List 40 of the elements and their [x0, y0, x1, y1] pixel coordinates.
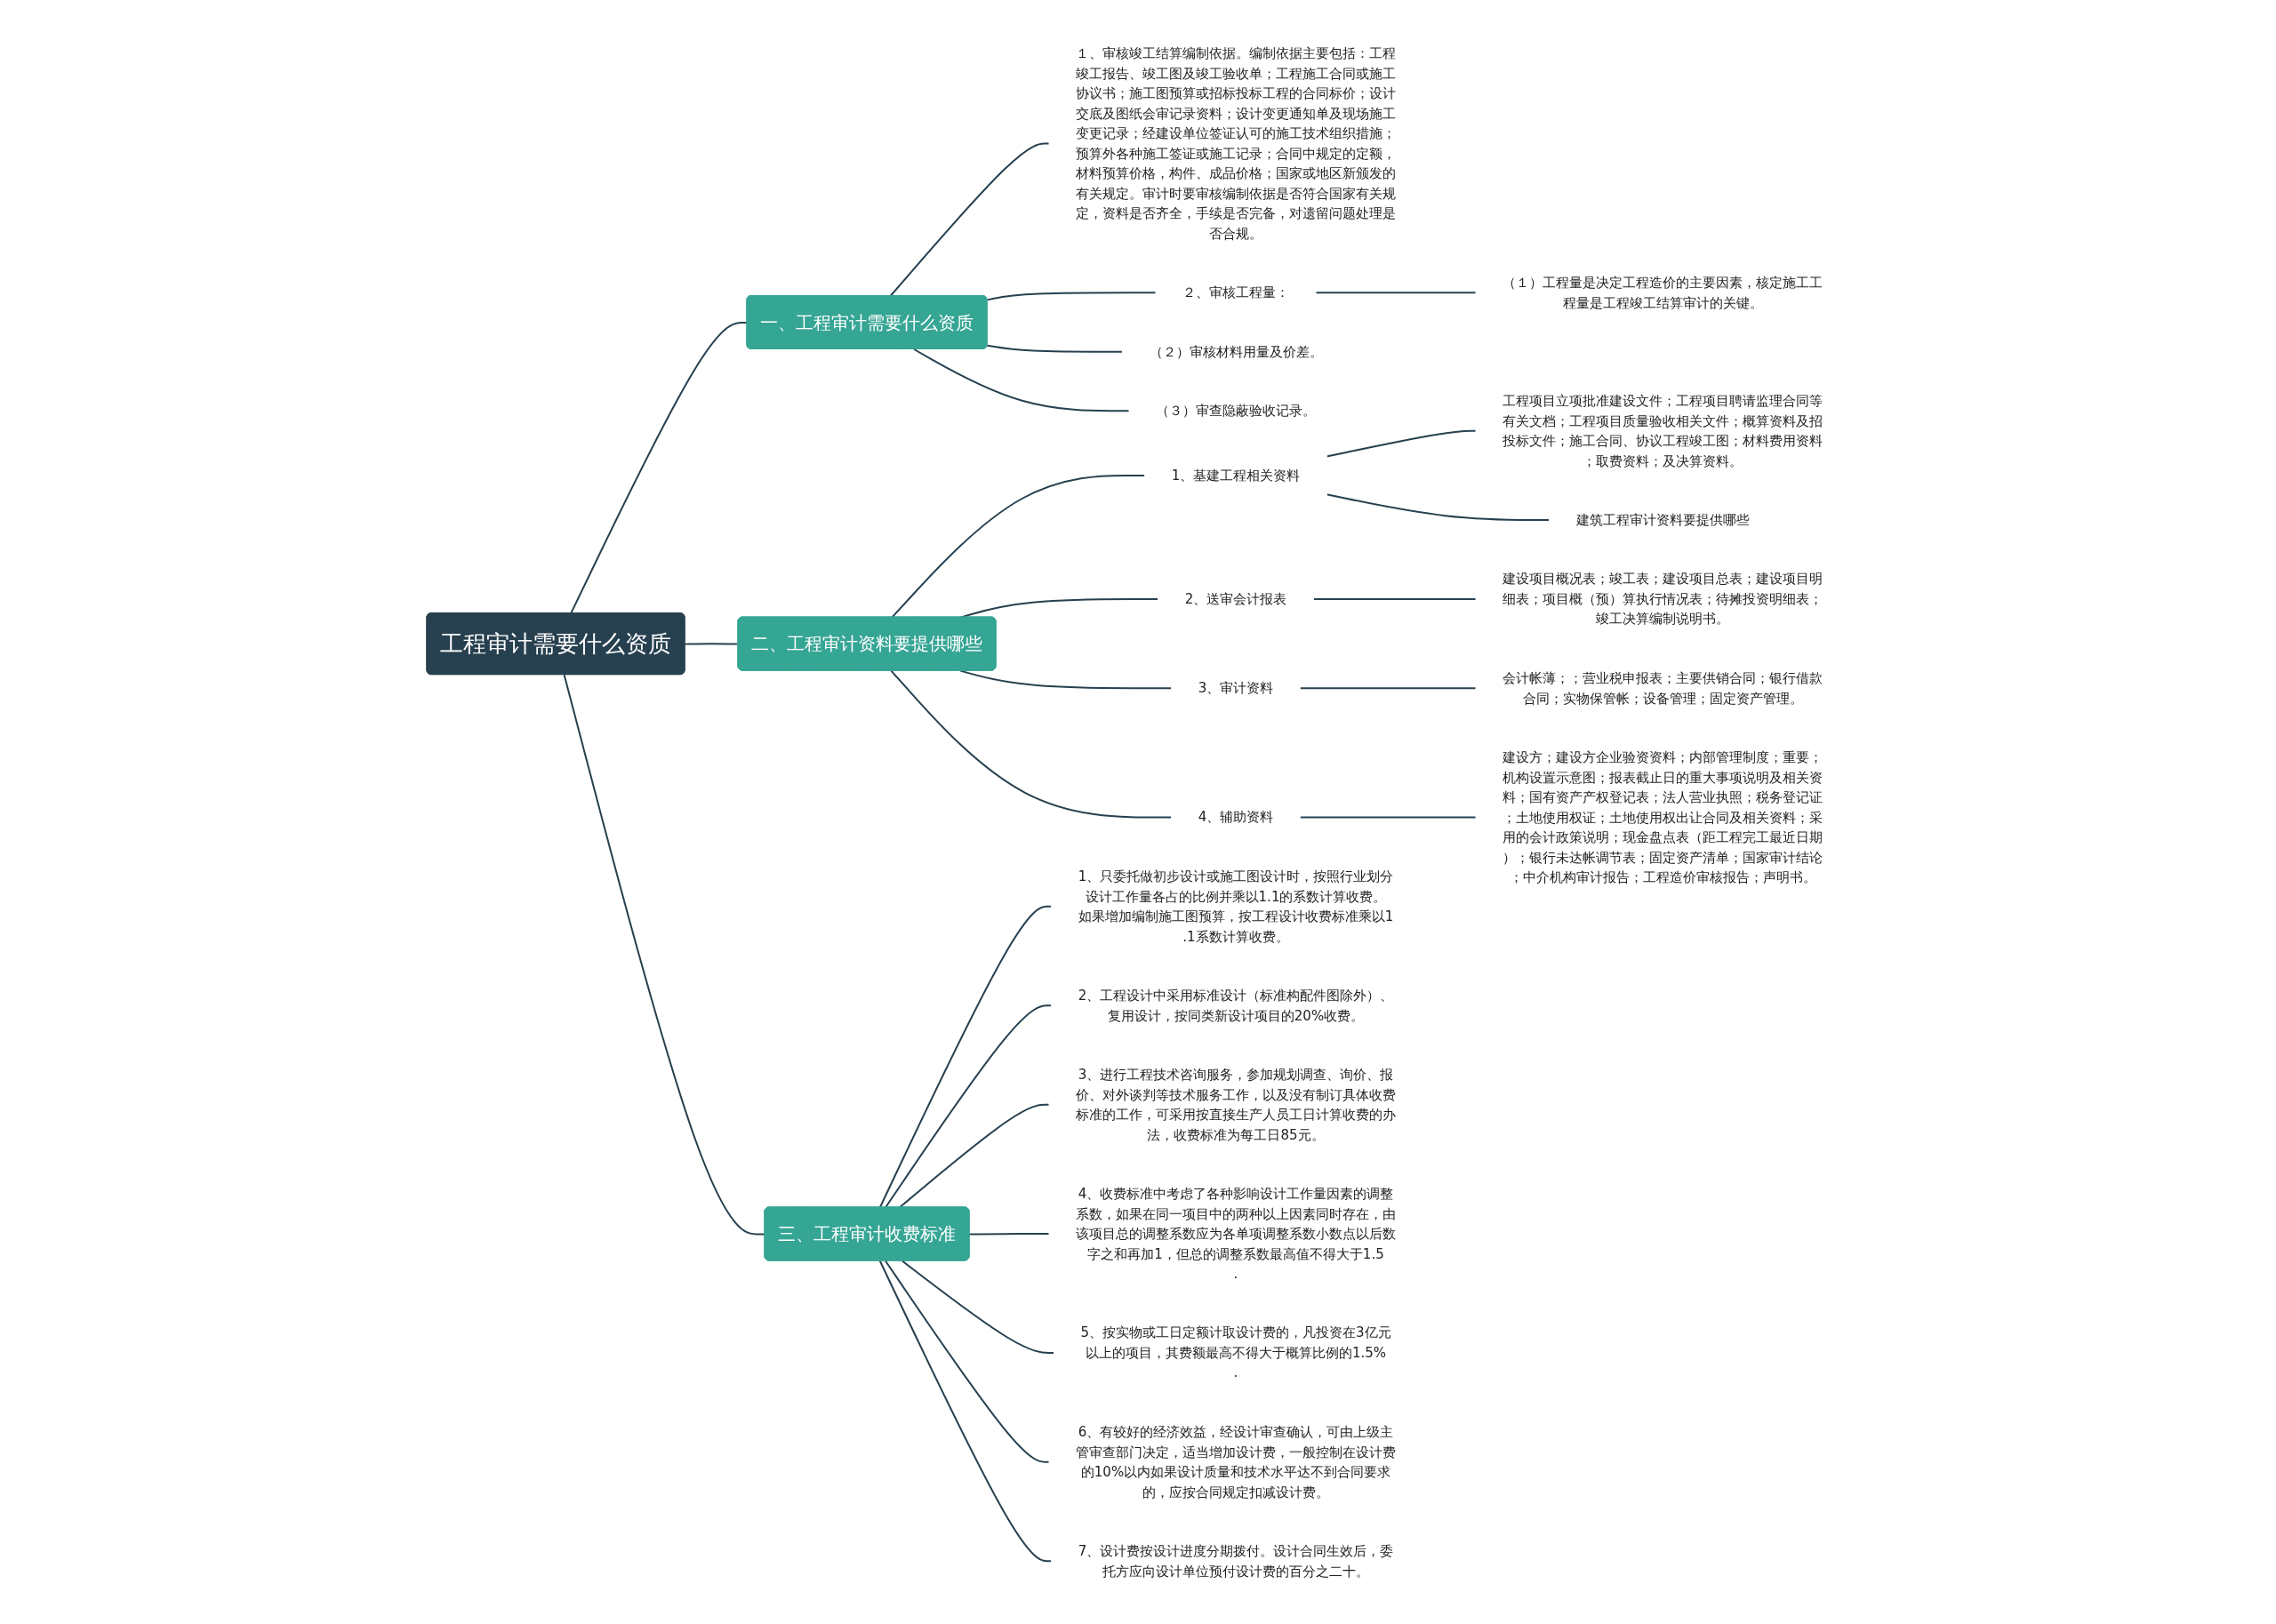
node-text: 4、辅助资料 [1198, 808, 1274, 825]
connector [1299, 686, 1477, 689]
node-text: 7、设计费按设计进度分期拨付。设计合同生效后，委托方应向设计单位预付设计费的百分之二十。 [1078, 1542, 1394, 1579]
connector [1326, 492, 1551, 521]
node-text: 2、工程设计中采用标准设计（标准构配件图除外）、复用设计，按同类新设计项目的20%收费。 [1078, 987, 1394, 1023]
connector [986, 344, 1124, 353]
node-text: １、审核竣工结算编制依据。编制依据主要包括：工程竣工报告、竣工图及竣工验收单；工程施工合同或施工协议书；施工图预算或招标投标工程的合同标价；设计交底及图纸会审记录资料；设计变更通知单及现场施工变更记录；经建设单位签证认可的施工技术组织措施；预算外各种施工签证或施工记录；合同中规定的定额，材料预算价格，构件、成品价格；国家或地区新颁发的有关规定。审计时要审核编制依据是否符合国家有关规定，资料是否齐全，手续是否完备，对遗留问题处理是否合规。 [1076, 44, 1396, 242]
connector [684, 642, 740, 645]
node-text: ２、审核工程量： [1182, 284, 1289, 300]
connector [913, 348, 1130, 412]
node-text: （２）审核材料用量及价差。 [1149, 343, 1323, 360]
connector [1315, 291, 1477, 293]
connector [889, 142, 1050, 297]
node-text: 工程项目立项批准建设文件；工程项目聘请监理合同等有关文档；工程项目质量验收相关文件；概算资料及招投标文件；施工合同、协议工程竣工图；材料费用资料；取费资料；及决算资料。 [1503, 392, 1823, 468]
node-text: 6、有较好的经济效益，经设计审查确认，可由上级主管审查部门决定，适当增加设计费，一般控制在设计费的10%以内如果设计质量和技术水平达不到合同要求的，应按合同规定扣减设计费。 [1076, 1423, 1396, 1500]
node-text: （３）审查隐蔽验收记录。 [1156, 402, 1316, 419]
node-text: 3、审计资料 [1198, 679, 1274, 696]
connector [878, 1260, 1053, 1562]
node-text: 1、基建工程相关资料 [1171, 467, 1301, 484]
connector [959, 669, 1173, 689]
connector [986, 291, 1157, 300]
connector [1299, 816, 1477, 819]
connector [563, 673, 766, 1236]
connector [1312, 597, 1477, 600]
connector [901, 1260, 1055, 1354]
node-text: 建筑工程审计资料要提供哪些 [1575, 511, 1750, 528]
connector [968, 1232, 1050, 1236]
node-text: 2、送审会计报表 [1184, 590, 1287, 607]
node-text: （１）工程量是决定工程造价的主要因素，核定施工工程量是工程竣工结算审计的关键。 [1503, 274, 1823, 310]
connector [1326, 429, 1477, 458]
node-text: 建设项目概况表；竣工表；建设项目总表；建设项目明细表；项目概（预）算执行情况表；待摊投资明细表；竣工决算编制说明书。 [1503, 570, 1823, 627]
connector [884, 1260, 1050, 1463]
connector [890, 669, 1173, 819]
node-text: 4、收费标准中考虑了各种影响设计工作量因素的调整系数，如果在同一项目中的两种以上因素同时存在，由该项目总的调整系数应为各单项调整系数小数点以后数字之和再加1，但总的调整系数最高值不得大于1.5. [1076, 1185, 1396, 1282]
node-text: 会计帐薄；；营业税申报表；主要供销合同；银行借款合同；实物保管帐；设备管理；固定资产管理。 [1503, 669, 1823, 706]
node-text: 3、进行工程技术咨询服务，参加规划调查、询价、报价、对外谈判等技术服务工作，以及没有制订具体收费标准的工作，可采用按直接生产人员工日计算收费的办法，收费标准为每工日85元。 [1076, 1066, 1396, 1142]
node-text: 建设方；建设方企业验资资料；内部管理制度；重要；机构设置示意图；报表截止日的重大事项说明及相关资料；国有资产产权登记表；法人营业执照；税务登记证；土地使用权证；土地使用权出让合同及相关资料；采用的会计政策说明；现金盘点表（距工程完工最近日期）；银行未达帐调节表；固定资产清单；国家审计结论；中介机构审计报告；工程造价审核报告；声明书。 [1503, 748, 1823, 885]
node-text: 5、按实物或工日定额计取设计费的，凡投资在3亿元以上的项目，其费额最高不得大于概算比例的1.5%. [1080, 1324, 1391, 1380]
connector [570, 321, 749, 614]
node-text: 1、只委托做初步设计或施工图设计时，按照行业划分设计工作量各占的比例并乘以1.1的系数计算收费。如果增加编制施工图预算，按工程设计收费标准乘以1.1系数计算收费。 [1078, 868, 1394, 944]
